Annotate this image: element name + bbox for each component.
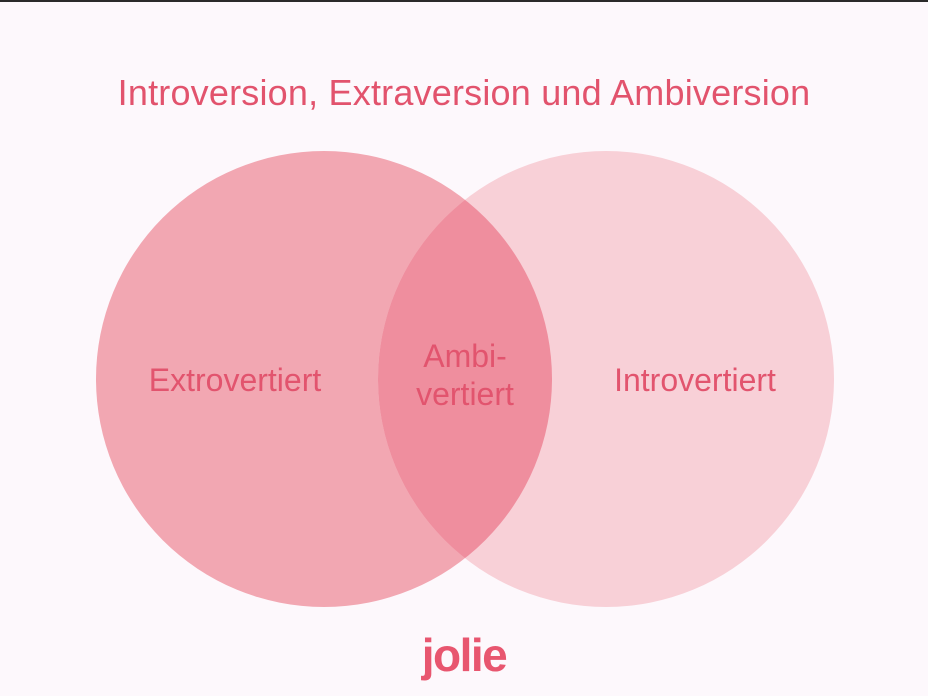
extrovert-label: Extrovertiert <box>148 362 322 398</box>
ambivert-label: Ambi- vertiert <box>390 337 540 413</box>
jolie-logo: jolie <box>421 629 508 681</box>
introvert-label: Introvertiert <box>614 362 776 398</box>
ambivert-label-line1: Ambi- <box>423 338 507 374</box>
diagram-title: Introversion, Extraversion und Ambiversi… <box>117 72 811 113</box>
ambivert-overlap <box>378 151 552 607</box>
ambivert-label-line2: vertiert <box>416 376 514 412</box>
top-border <box>0 0 928 2</box>
